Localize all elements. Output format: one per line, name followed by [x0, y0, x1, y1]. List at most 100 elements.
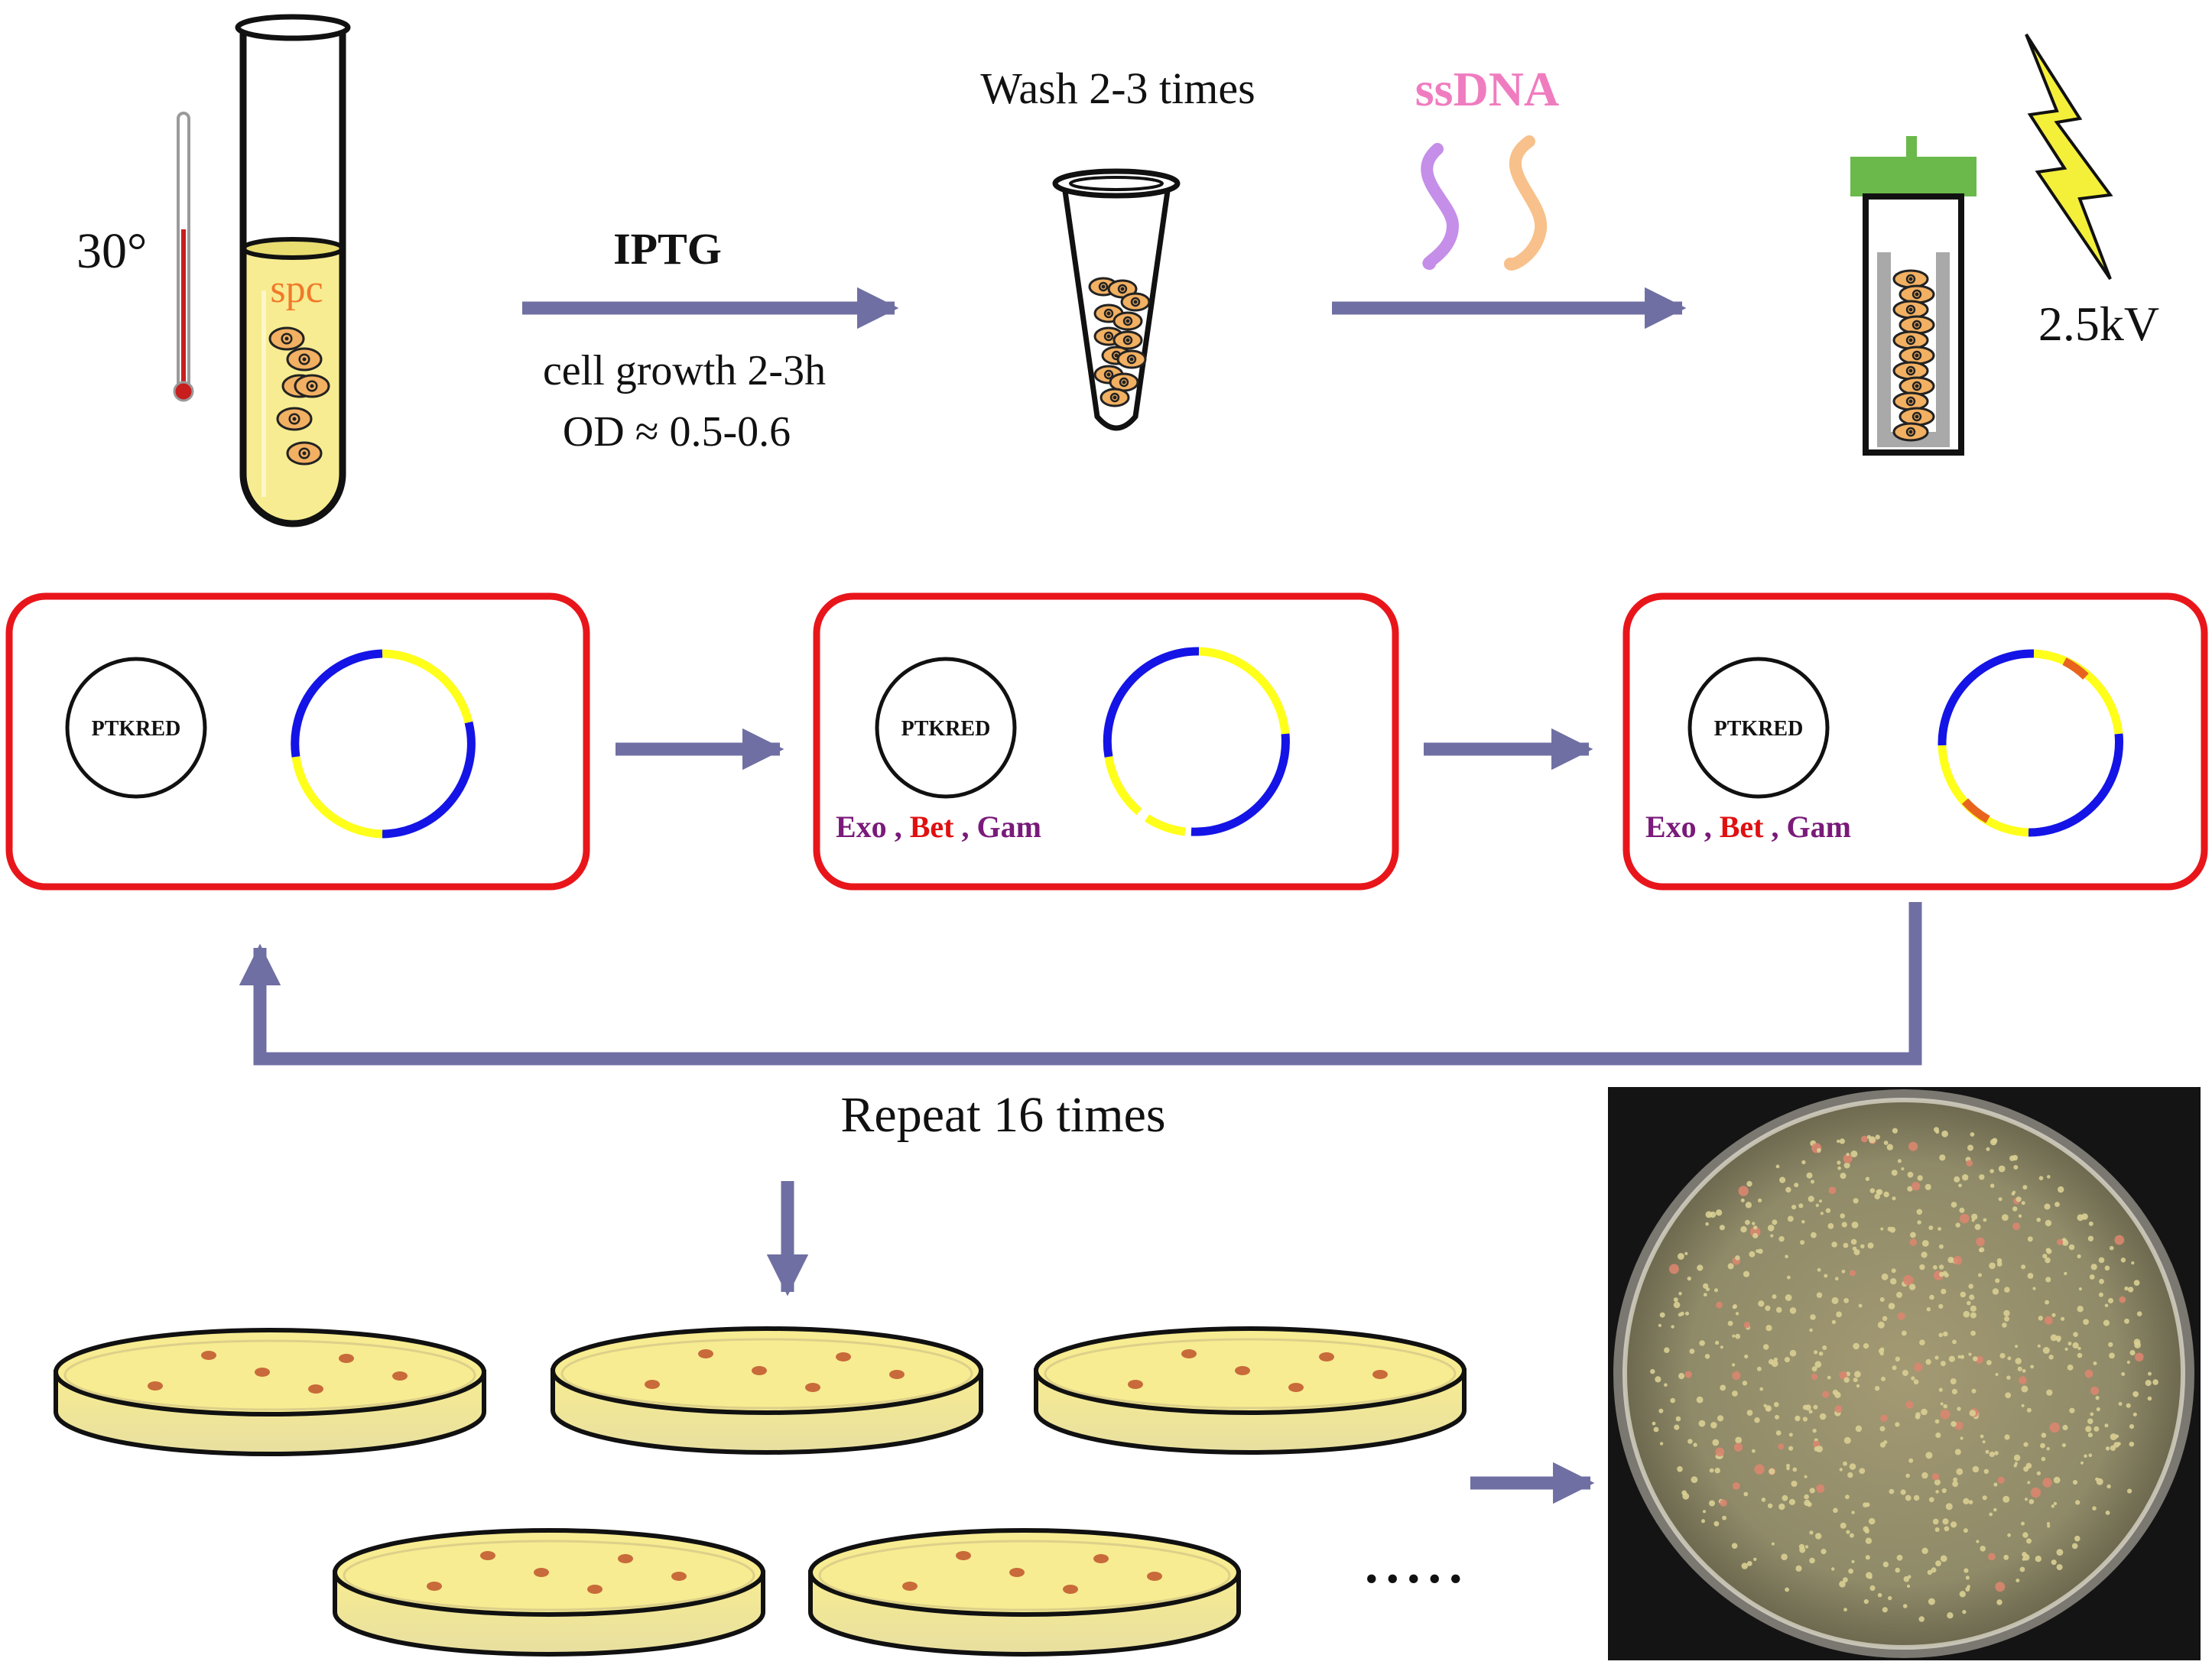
colony: [2051, 1559, 2057, 1566]
colony: [1992, 1137, 1998, 1144]
colony: [1791, 1481, 1798, 1487]
colony: [1980, 1434, 1984, 1439]
temperature-label: 30°: [76, 223, 147, 279]
colony: [1832, 1389, 1838, 1395]
colony: [1731, 1543, 1738, 1549]
colony: [1715, 1340, 1720, 1345]
colony: [1687, 1276, 1691, 1281]
colony: [2035, 1556, 2041, 1563]
colony: [2127, 1287, 2134, 1293]
colony: [2015, 1196, 2022, 1202]
colony: [1941, 1288, 1947, 1294]
colony: [1889, 1226, 1896, 1233]
plasmid-icon: [1938, 649, 2123, 837]
colony: [1938, 1387, 1943, 1392]
colony-dot: [1181, 1349, 1197, 1358]
colony: [1854, 1371, 1861, 1378]
colony: [1825, 1208, 1831, 1213]
colony: [1753, 1225, 1758, 1230]
colony: [2132, 1391, 2139, 1397]
colony: [1928, 1225, 1934, 1231]
colony: [1929, 1294, 1934, 1300]
colony: [1869, 1188, 1876, 1193]
colony: [1720, 1384, 1726, 1391]
colony: [2021, 1521, 2025, 1526]
cell-nucleoid: [1103, 331, 1114, 342]
colony: [1840, 1213, 1845, 1219]
colony: [1917, 1175, 1923, 1181]
colony: [1735, 1333, 1741, 1339]
colony: [1882, 1316, 1888, 1322]
colony: [1995, 1278, 2000, 1283]
colony: [2002, 1495, 2010, 1503]
colony: [1947, 1612, 1954, 1619]
colony: [2084, 1454, 2087, 1458]
colony: [1843, 1154, 1853, 1163]
colony: [2104, 1423, 2109, 1428]
cell-nucleoid: [1119, 377, 1129, 388]
colony: [1848, 1568, 1854, 1574]
colony: [1798, 1203, 1804, 1209]
colony: [2042, 1347, 2050, 1354]
colony: [2022, 1532, 2028, 1538]
colony: [1678, 1291, 1682, 1296]
colony: [1827, 1375, 1831, 1380]
colony: [1757, 1248, 1763, 1254]
colony: [1814, 1350, 1818, 1355]
colony: [1985, 1449, 1990, 1454]
colony: [1792, 1467, 1798, 1472]
colony: [2046, 1447, 2050, 1451]
colony: [1866, 1134, 1871, 1139]
colony: [2045, 1277, 2051, 1283]
colony: [1752, 1222, 1756, 1225]
cell-nucleoid: [1905, 365, 1916, 376]
cell-nucleoid: [1905, 396, 1916, 407]
cell-nucleoid: [1905, 304, 1916, 315]
colony: [1998, 1165, 2006, 1173]
colony: [1773, 1357, 1778, 1362]
colony: [2028, 1499, 2035, 1504]
colony: [2105, 1511, 2110, 1515]
colony: [1925, 1452, 1933, 1459]
colony: [1874, 1193, 1880, 1199]
colony: [1705, 1211, 1713, 1219]
colony: [2004, 1287, 2010, 1293]
colony: [1962, 1174, 1969, 1181]
colony: [1935, 1490, 1939, 1494]
bacterium-icon: [268, 326, 305, 351]
colony: [1808, 1410, 1813, 1414]
colony-dot: [587, 1585, 603, 1594]
colony: [1882, 1607, 1888, 1613]
colony: [1945, 1503, 1953, 1511]
cell-nucleoid: [1912, 411, 1922, 422]
cell-dot: [284, 336, 289, 341]
colony: [2022, 1557, 2025, 1561]
colony: [1775, 1414, 1779, 1420]
cell-nucleoid: [1103, 308, 1114, 319]
colony: [1891, 1268, 1896, 1274]
colony: [1921, 1240, 1929, 1247]
colony: [1673, 1297, 1678, 1303]
colony: [1819, 1413, 1827, 1420]
colony: [1917, 1220, 1921, 1225]
colony: [1863, 1599, 1869, 1605]
colony: [1696, 1396, 1704, 1404]
colony: [1758, 1300, 1765, 1307]
bet-protein: Bet: [1720, 810, 1764, 844]
colony: [1938, 1303, 1944, 1309]
colony: [1963, 1498, 1970, 1504]
colony: [1811, 1366, 1817, 1372]
colony: [1941, 1488, 1947, 1494]
colony: [1801, 1160, 1806, 1165]
colony: [1767, 1225, 1775, 1232]
ptkred-label: PTKRED: [92, 717, 181, 741]
colony: [1788, 1498, 1795, 1505]
colony: [1853, 1249, 1860, 1256]
colony: [1900, 1489, 1906, 1495]
colony: [1684, 1371, 1692, 1378]
cuvette-cells: [1892, 269, 1935, 442]
colony: [1912, 1182, 1921, 1191]
colony: [1821, 1549, 1827, 1555]
colony: [1839, 1371, 1847, 1380]
